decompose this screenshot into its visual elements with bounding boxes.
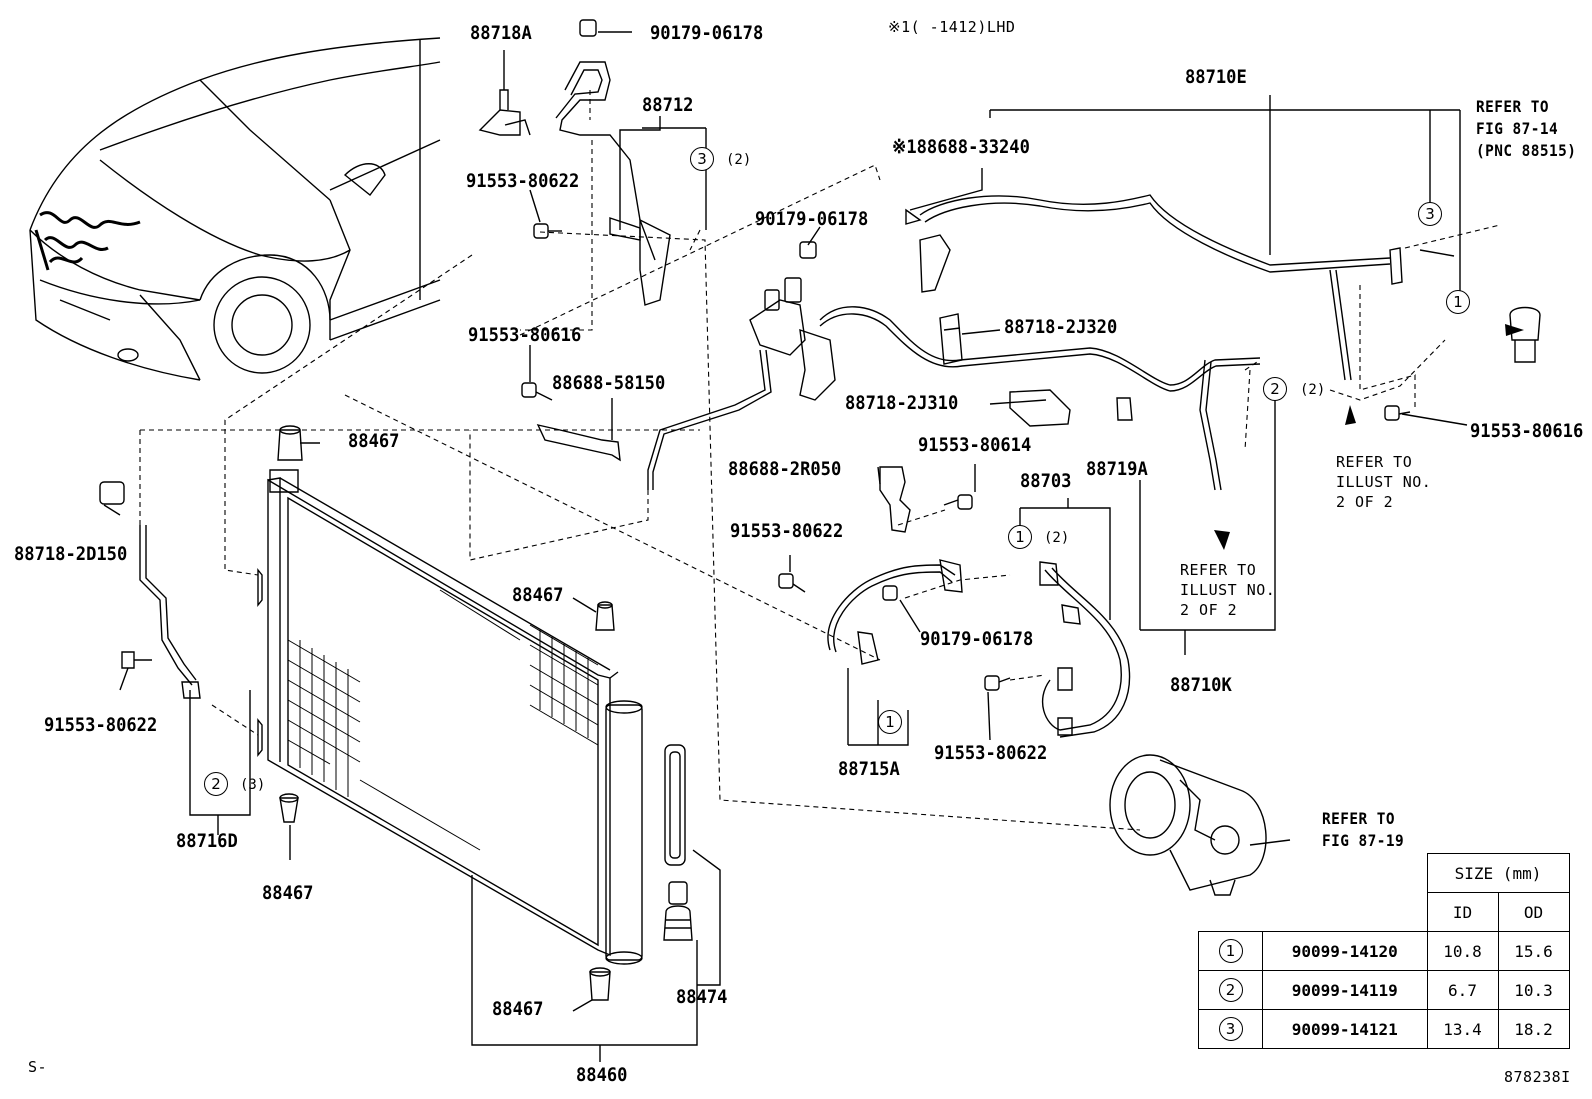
part-88467-a: 88467	[348, 430, 400, 452]
callout-1-right: 1	[1446, 290, 1470, 314]
bolts	[521, 223, 1411, 691]
hose-88716D	[99, 481, 201, 699]
pipe-88710E	[905, 194, 1403, 381]
part-88688-58150: 88688-58150	[552, 372, 666, 394]
qty-1-88703: (2)	[1044, 530, 1070, 546]
part-88710E: 88710E	[1185, 66, 1247, 88]
hose-88715A	[827, 559, 963, 665]
bracket-88718A	[478, 89, 531, 136]
part-88718A: 88718A	[470, 22, 532, 44]
row-od: 18.2	[1497, 1009, 1570, 1049]
size-table-col-od: OD	[1497, 892, 1570, 932]
part-88718-2D150: 88718-2D150	[14, 543, 128, 565]
expansion-valve	[749, 277, 836, 401]
row-part: 90099-14119	[1262, 970, 1428, 1010]
table-row: 2 90099-14119 6.7 10.3	[1198, 970, 1570, 1010]
arrows	[1214, 324, 1524, 550]
row-part: 90099-14121	[1262, 1009, 1428, 1049]
part-88710K: 88710K	[1170, 674, 1232, 696]
row-callout: 1	[1218, 939, 1243, 963]
ref-fig-87-14: REFER TO FIG 87-14 (PNC 88515)	[1476, 97, 1577, 160]
ref-illust-right: REFER TO ILLUST NO. 2 OF 2	[1336, 453, 1432, 511]
leader-lines	[103, 31, 1468, 1062]
dashed-leaders	[139, 90, 1501, 831]
part-88718-2J310: 88718-2J310	[845, 392, 959, 414]
row-id: 10.8	[1426, 931, 1499, 971]
part-90179-06178-low: 90179-06178	[920, 628, 1034, 650]
part-91553-80622-a: 91553-80622	[466, 170, 580, 192]
footer-right: 878238I	[1504, 1068, 1571, 1086]
engine-harness	[34, 211, 141, 271]
clips	[879, 306, 1541, 533]
callout-3-right: 3	[1418, 202, 1442, 226]
callout-1-88703: 1	[1008, 525, 1032, 549]
table-row: 3 90099-14121 13.4 18.2	[1198, 1009, 1570, 1049]
part-88718-2J320: 88718-2J320	[1004, 316, 1118, 338]
part-88474: 88474	[676, 986, 728, 1008]
qty-2-mid: (2)	[1300, 382, 1326, 398]
row-id: 13.4	[1426, 1009, 1499, 1049]
part-91553-80622-c: 91553-80622	[934, 742, 1048, 764]
part-90179-06178-top: 90179-06178	[650, 22, 764, 44]
compressor	[1109, 754, 1267, 896]
bracket-88688-58150	[536, 424, 621, 462]
callout-2-mid: 2	[1263, 377, 1287, 401]
part-88467-d: 88467	[492, 998, 544, 1020]
row-callout: 3	[1218, 1017, 1243, 1041]
part-88688-33240: ※188688-33240	[892, 136, 1030, 158]
part-90179-06178-mid: 90179-06178	[755, 208, 869, 230]
part-88712: 88712	[642, 94, 694, 116]
size-table: SIZE (mm) ID OD 1 90099-14120 10.8 15.6 …	[1198, 853, 1570, 1049]
qty-2-left: (3)	[240, 777, 266, 793]
hose-88703	[1039, 561, 1131, 738]
receiver-parts	[663, 744, 693, 941]
condenser-assembly	[257, 469, 643, 965]
part-91553-80616-b: 91553-80616	[1470, 420, 1584, 442]
part-88716D: 88716D	[176, 830, 238, 852]
table-row: 1 90099-14120 10.8 15.6	[1198, 931, 1570, 971]
qty-3-top: (2)	[726, 152, 752, 168]
part-88715A: 88715A	[838, 758, 900, 780]
part-88467-c: 88467	[262, 882, 314, 904]
part-91553-80616-a: 91553-80616	[468, 324, 582, 346]
row-callout: 2	[1218, 978, 1243, 1002]
row-od: 15.6	[1497, 931, 1570, 971]
row-part: 90099-14120	[1262, 931, 1428, 971]
footer-left: S-	[28, 1058, 48, 1076]
size-table-col-id: ID	[1426, 892, 1499, 932]
part-88688-2R050: 88688-2R050	[728, 458, 842, 480]
row-od: 10.3	[1497, 970, 1570, 1010]
part-88460: 88460	[576, 1064, 628, 1086]
ref-illust-mid: REFER TO ILLUST NO. 2 OF 2	[1180, 561, 1276, 619]
hose-88712	[555, 19, 671, 306]
ref-fig-87-19: REFER TO FIG 87-19	[1322, 809, 1405, 850]
row-id: 6.7	[1426, 970, 1499, 1010]
part-88703: 88703	[1020, 470, 1072, 492]
size-table-title: SIZE (mm)	[1426, 853, 1570, 893]
car-illustration	[29, 37, 441, 381]
condenser-fins	[287, 589, 599, 851]
part-91553-80622-b: 91553-80622	[730, 520, 844, 542]
callout-1-88715: 1	[878, 710, 902, 734]
part-88719A: 88719A	[1086, 458, 1148, 480]
header-note: ※1( -1412)LHD	[888, 18, 1016, 36]
callout-3-top: 3	[690, 147, 714, 171]
part-88467-b: 88467	[512, 584, 564, 606]
callout-2-left: 2	[204, 772, 228, 796]
part-91553-80614: 91553-80614	[918, 434, 1032, 456]
part-91553-80622-d: 91553-80622	[44, 714, 158, 736]
